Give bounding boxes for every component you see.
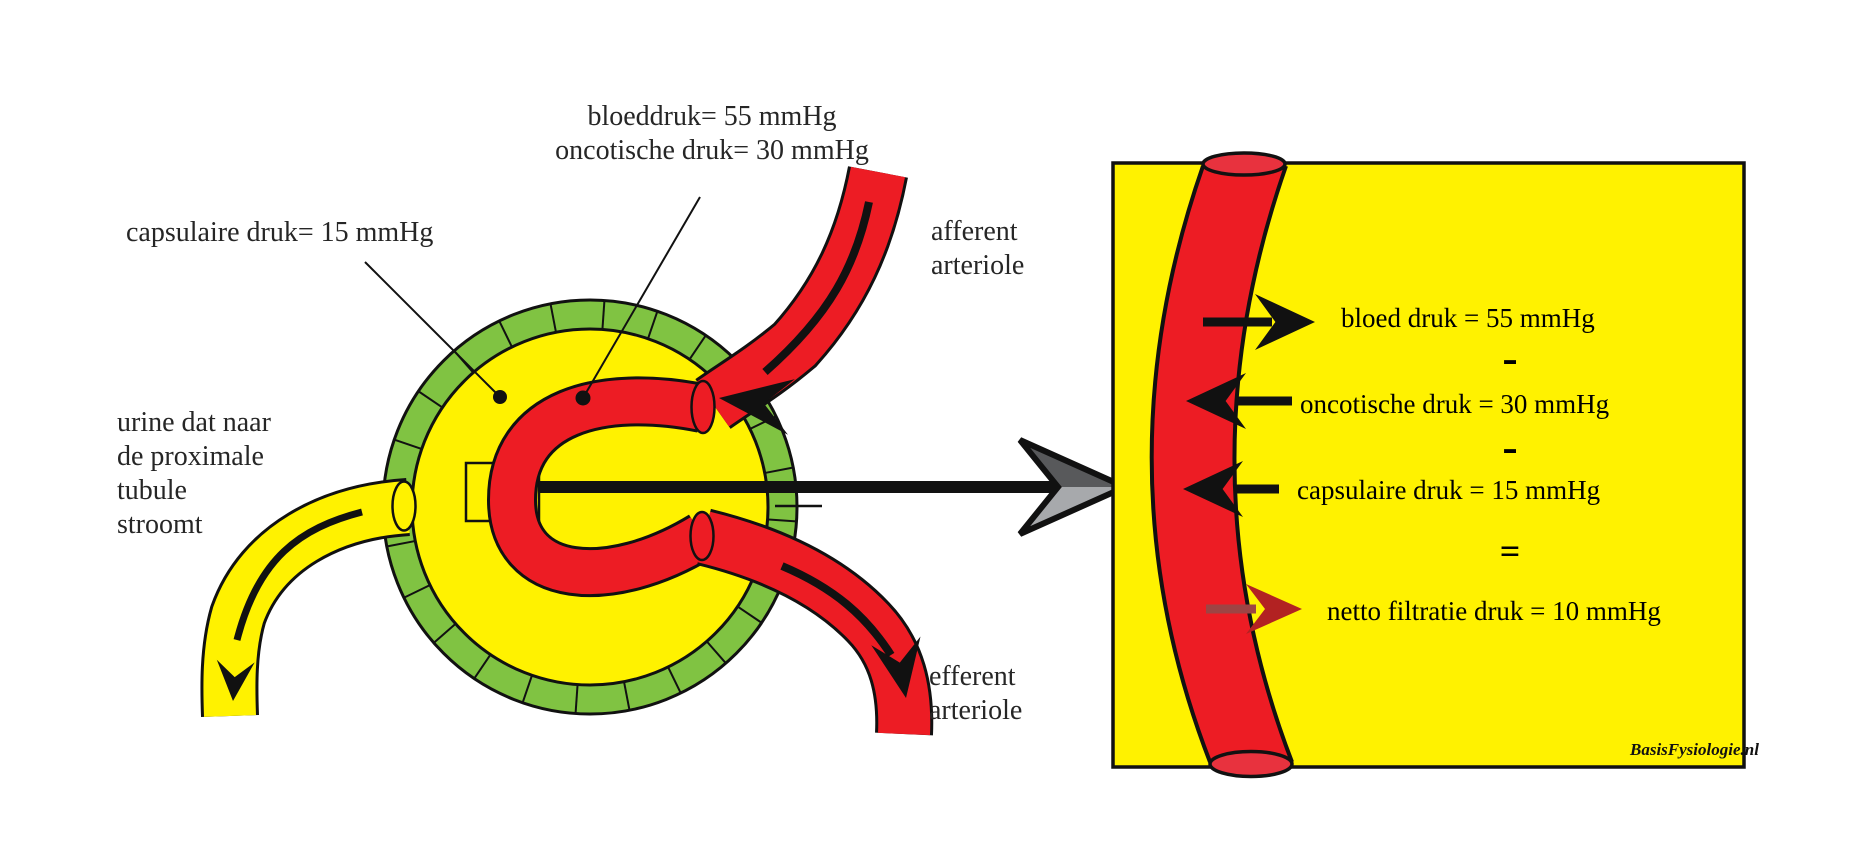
urine-label-line2: de proximale [117,441,264,472]
capsular-pressure-callout: capsulaire druk= 15 mmHg [126,217,434,248]
minus-operator-1: - [1502,332,1518,383]
capsule-ring-tick [737,606,762,624]
oncotic-pressure-arrowhead-icon [1186,373,1246,429]
urine-flow-arrowhead-icon [216,659,255,701]
afferent-label-line2: arteriole [931,250,1025,281]
efferent-opening [689,510,715,562]
proximal-tubule-tube [200,478,411,718]
panel-capillary-left-edge [1149,165,1212,763]
panel-capillary-bottom-cap [1208,749,1294,779]
capsular-pressure-value: capsulaire druk = 15 mmHg [1297,475,1601,505]
efferent-flow-arrow-shaft [780,562,895,658]
pressure-panel [1111,151,1746,779]
capsule-ring-tick [574,685,579,714]
afferent-label-line1: afferent [931,216,1018,247]
net-filtration-arrowhead-icon [1246,584,1302,634]
minus-operator-2: - [1502,421,1518,472]
capsular-leader-dot [493,390,507,404]
tubule-opening [391,480,417,532]
efferent-arteriole-tube [696,508,934,736]
zoom-arrowhead-outline-icon [1017,437,1133,537]
capsule-ring-tick [521,675,533,703]
capsule-ring-tick [667,667,682,694]
blood-pressure-value: bloed druk = 55 mmHg [1341,303,1595,333]
efferent-flow-arrowhead-icon [871,636,921,698]
efferent-label-line2: arteriole [929,695,1023,726]
efferent-label-line1: efferent [929,661,1016,692]
capsule-ring-tick [601,300,606,329]
capsule-ring-tick [623,682,631,710]
capsular-leader-line [364,261,501,398]
oncotic-leader-line [582,196,701,399]
urine-label-line4: stroomt [117,509,203,540]
capsule-ring-tick [706,641,727,664]
afferent-arteriole-tube [695,166,908,435]
urine-flow-arrow-shaft [233,508,363,641]
efferent-arteriole-label: efferent arteriole [929,660,1022,728]
capsule-ring-tick [768,518,797,523]
capsule-ring-tick [394,438,422,450]
capsule-ring-tick [433,623,456,644]
oncotic-leader-dot [575,390,591,406]
blood-pressure-callout: bloeddruk= 55 mmHg [587,101,837,132]
afferent-vessel [697,166,906,427]
zoom-arrow [539,437,1133,537]
urine-flow-label: urine dat naar de proximale tubule stroo… [117,406,271,542]
capsule-ring-tick [473,654,491,679]
urine-label-line1: urine dat naar [117,407,271,438]
zoom-arrow-shaft [539,481,1067,493]
capsule-ring-tick [418,390,443,408]
watermark: BasisFysiologie.nl [1630,740,1759,759]
capsule-ring-tick [647,311,659,339]
urine-label-line3: tubule [117,475,187,506]
oncotic-pressure-callout: oncotische druk= 30 mmHg [555,135,869,166]
panel-capillary-band [1151,166,1292,762]
blood-pressure-arrowhead-icon [1255,294,1315,350]
capsule-ring-tick [403,584,430,599]
glomerular-capillary [489,379,714,595]
equals-operator: = [1499,531,1521,571]
capsule-ring-tick [498,320,513,347]
capsular-pressure-arrowhead-icon [1183,461,1243,517]
capsule-ring-tick [689,335,707,360]
panel-capillary-top-cap [1201,151,1287,177]
afferent-arteriole-label: afferent arteriole [931,215,1024,283]
capsule-ring-tick [387,540,415,548]
afferent-flow-arrow-shaft [762,201,873,376]
net-filtration-pressure-value: netto filtratie druk = 10 mmHg [1327,596,1661,626]
afferent-opening [690,379,716,435]
leader-lines [364,196,701,406]
oncotic-pressure-value: oncotische druk = 30 mmHg [1300,389,1610,419]
capsule-ring-tick [549,304,557,332]
afferent-flow-arrowhead-icon [719,379,795,435]
capsule-ring-tick [765,466,793,474]
top-pressures-label: bloeddruk= 55 mmHg oncotische druk= 30 m… [555,100,869,168]
